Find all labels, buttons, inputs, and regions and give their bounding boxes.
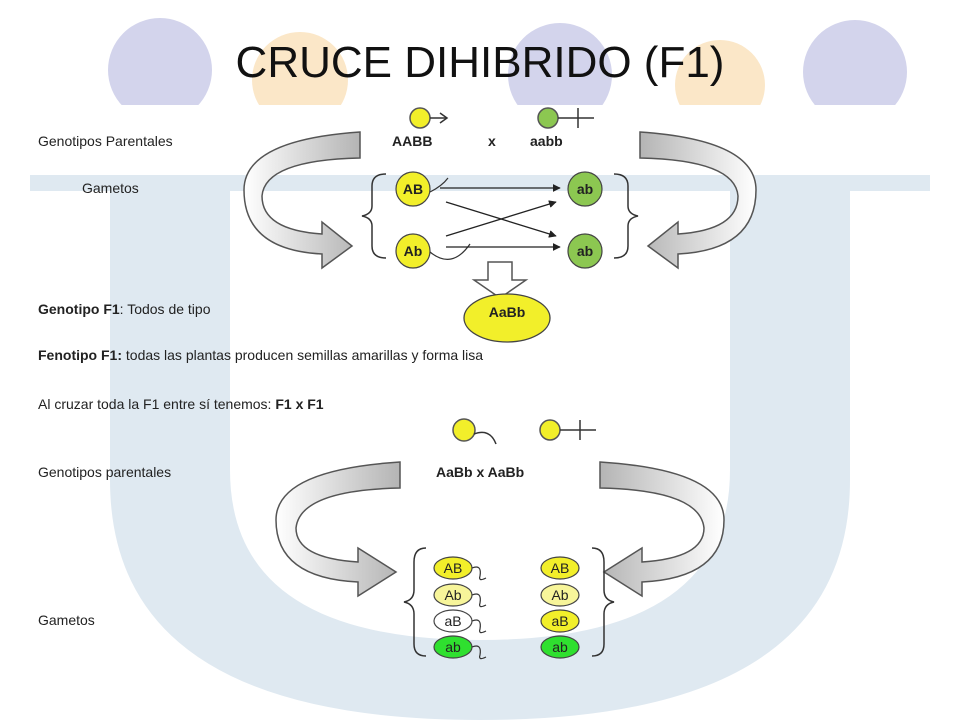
sperm-tail — [471, 593, 487, 608]
gamete-Ab: Ab — [433, 583, 473, 607]
svg-text:ab: ab — [577, 181, 593, 197]
label-gametos: Gametos — [82, 180, 139, 196]
gamete-ab: ab — [567, 171, 603, 207]
sperm-tail — [471, 619, 487, 634]
svg-text:ab: ab — [552, 639, 568, 655]
svg-text:Ab: Ab — [551, 587, 568, 603]
label-genotipos-parentales-2: Genotipos parentales — [38, 464, 171, 480]
curved-arrow-left — [275, 461, 401, 598]
label-genotipos-parentales: Genotipos Parentales — [38, 133, 173, 149]
curved-arrow-right — [599, 461, 725, 598]
svg-text:aB: aB — [444, 613, 461, 629]
svg-text:aB: aB — [551, 613, 568, 629]
gamete-ab: ab — [567, 233, 603, 269]
curved-arrow-right — [639, 131, 757, 270]
decor-circle — [252, 32, 348, 128]
gamete-Ab: Ab — [395, 233, 431, 269]
label-gametos-2: Gametos — [38, 612, 95, 628]
page-title: CRUCE DIHIBRIDO (F1) — [235, 38, 725, 87]
brace-right — [591, 547, 615, 657]
gamete-ab: ab — [433, 635, 473, 659]
cross-sign: x — [488, 133, 496, 149]
svg-text:AB: AB — [403, 181, 423, 197]
sperm-tail — [429, 177, 449, 193]
brace-left — [361, 173, 387, 259]
decor-circle — [803, 20, 907, 124]
male-symbol-icon — [539, 419, 596, 441]
svg-text:AB: AB — [551, 560, 570, 576]
svg-text:AB: AB — [444, 560, 463, 576]
svg-text:ab: ab — [445, 639, 461, 655]
parent-female-genotype: AABB — [392, 133, 432, 149]
curved-arrow-left — [243, 131, 361, 270]
sperm-tail — [471, 645, 487, 660]
gamete-aB: aB — [540, 609, 580, 633]
gamete-aB: aB — [433, 609, 473, 633]
gamete-AB: AB — [433, 556, 473, 580]
sperm-tail — [429, 243, 471, 260]
svg-text:ab: ab — [577, 243, 593, 259]
svg-text:AaBb: AaBb — [489, 304, 526, 320]
female-symbol-icon — [452, 418, 497, 445]
decor-circle — [508, 23, 612, 127]
label-fenotipo-f1: Fenotipo F1: todas las plantas producen … — [38, 347, 483, 363]
svg-text:Ab: Ab — [444, 587, 461, 603]
f1-genotype-circle: AaBb — [463, 293, 551, 343]
male-symbol-icon — [537, 107, 594, 129]
label-genotipo-f1: Genotipo F1: Todos de tipo — [38, 301, 211, 317]
parents-genotype: AaBb x AaBb — [436, 464, 524, 480]
brace-right — [613, 173, 639, 259]
gamete-ab: ab — [540, 635, 580, 659]
parent-male-genotype: aabb — [530, 133, 563, 149]
cross-arrow — [445, 200, 557, 237]
female-symbol-icon — [409, 107, 449, 129]
svg-text:Ab: Ab — [404, 243, 423, 259]
gamete-AB: AB — [395, 171, 431, 207]
label-cruzar-f1: Al cruzar toda la F1 entre sí tenemos: F… — [38, 396, 324, 412]
down-arrow-icon — [471, 261, 529, 299]
sperm-tail — [471, 566, 487, 581]
brace-left — [403, 547, 427, 657]
gamete-AB: AB — [540, 556, 580, 580]
gamete-Ab: Ab — [540, 583, 580, 607]
decor-circle — [108, 18, 212, 122]
